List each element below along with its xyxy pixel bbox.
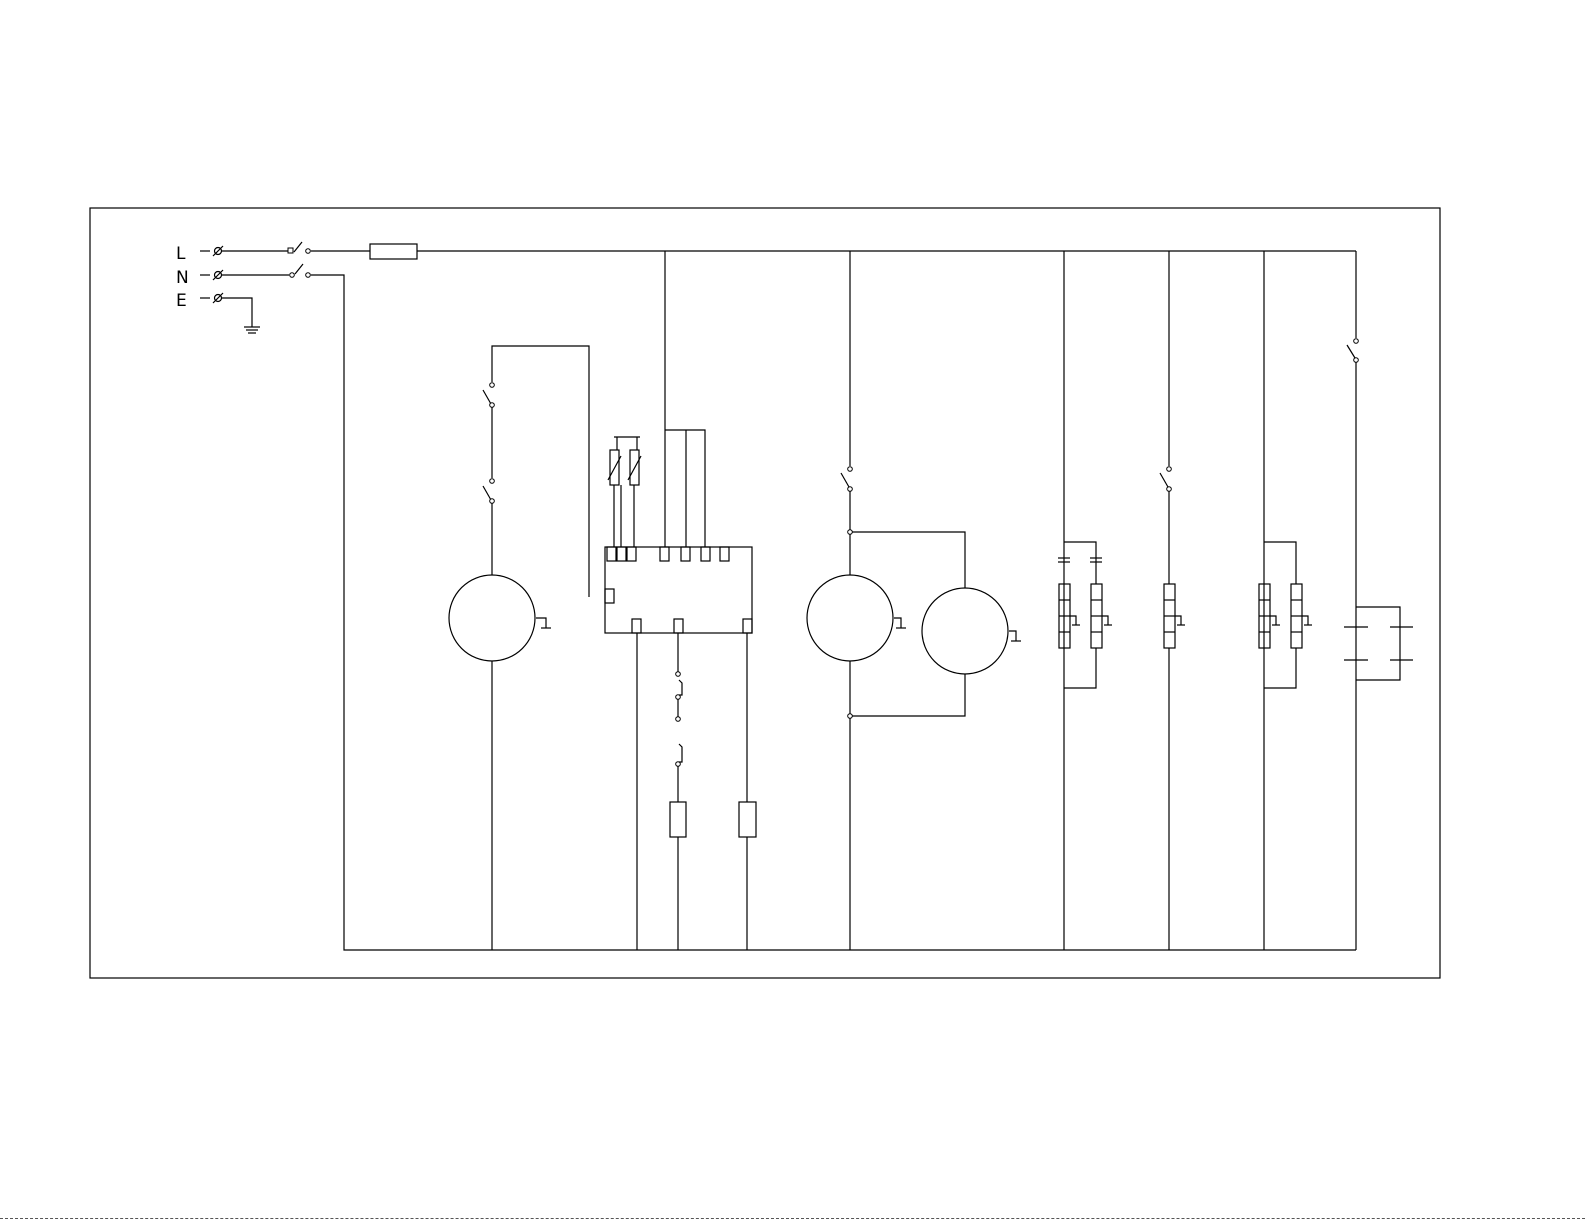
branch-heater-single: [1160, 251, 1185, 950]
switch-contact: [490, 383, 495, 388]
line-rail: [311, 244, 1356, 259]
branch-heater-pair-2: [1259, 251, 1312, 950]
neutral-rail: [311, 275, 1356, 950]
heater-resistor: [670, 802, 686, 837]
motor: [449, 575, 535, 661]
fuse: [370, 244, 417, 259]
page-edge-rule: [0, 1218, 1585, 1219]
branch-lamp: [1344, 251, 1413, 950]
main-switch: [222, 242, 310, 277]
terminal-label-neutral: N: [176, 268, 189, 288]
branch-heater-pair-1: [1058, 251, 1112, 950]
branch-motor-1: [449, 346, 589, 950]
ground-symbol: [222, 298, 260, 333]
fan-motor: [807, 575, 893, 661]
fan-motor: [922, 588, 1008, 674]
ground-icon: [894, 618, 901, 628]
ground-icon: [536, 618, 546, 628]
supply-terminals: [200, 246, 223, 303]
terminal-label-earth: E: [176, 291, 187, 311]
branch-fan-motors: [807, 251, 1021, 950]
heater-resistor: [739, 802, 756, 837]
terminal-label-line: L: [176, 244, 186, 264]
diagram-frame: [90, 208, 1440, 978]
controller-branch: [605, 251, 756, 950]
ground-icon: [1009, 631, 1016, 641]
